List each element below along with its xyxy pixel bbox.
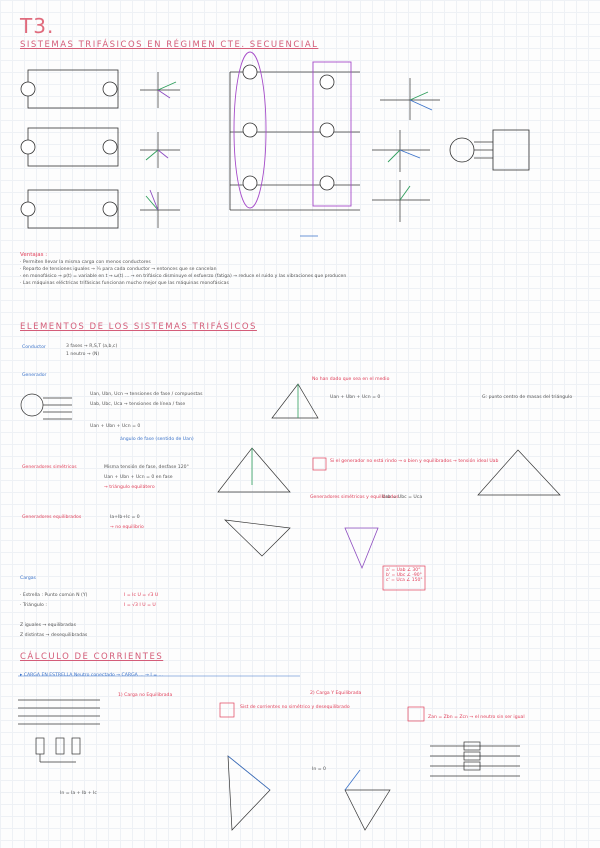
simeq-label: Generadores simétricos y equilibrados [310, 495, 399, 500]
section-title-sistemas: SISTEMAS TRIFÁSICOS EN RÉGIMEN CTE. SECU… [20, 40, 319, 50]
cargas-triangulo: · Triángulo : [20, 603, 47, 608]
ventaja-item: · en monofásico → p(t) = variable en t →… [20, 274, 347, 279]
value-c: c' = Uca ∠ 150° [386, 578, 423, 583]
value-a: a' = Uab ∠ 30° [386, 568, 421, 573]
cargas-iguales: Z iguales → equilibradas [20, 623, 77, 628]
simetricos-text: Misma tensión de fase, desfase 120° [104, 465, 189, 470]
ventaja-item: · Las máquinas eléctricas trifásicas fun… [20, 281, 229, 286]
cargas-heading: Cargas [20, 576, 36, 581]
equilibrados-label: Generadores equilibrados [22, 515, 82, 520]
in-zero: In = 0 [312, 767, 326, 772]
caso-2-note: Zan = Zbn = Zcn → el neutro sin ser igua… [428, 715, 525, 720]
gen-line-2: Uab, Ubc, Uca → tensiones de línea / fas… [90, 402, 186, 407]
tri-equation: Uan + Ubn + Ucn = 0 [330, 395, 381, 400]
red-note: No han dado que sea en el medio [312, 377, 390, 382]
cargas-estrella: · Estrella : Punto común N (Y) [20, 593, 88, 598]
cargas-estrella-v: I = Ic U = √3 U [124, 593, 159, 598]
in-equation: In = Ia + Ib + Ic [60, 791, 97, 796]
cargas-distintas: Z distintas → desequilibradas [20, 633, 88, 638]
equilibrados-tri: → no equilibrio [110, 525, 144, 530]
conductor-fases: 3 fases → R,S,T (a,b,c) [66, 344, 118, 349]
conductor-label: Conductor [22, 345, 46, 350]
simetricos-tri: → triángulo equilátero [104, 485, 155, 490]
centro-masas: G: punto centro de masas del triángulo [482, 395, 573, 400]
generador-label: Generador [22, 373, 47, 378]
simetricos-eq: Uan + Ubn + Ucn = 0 en fase [104, 475, 173, 480]
caso-1: 1) Carga no Equilibrada [118, 693, 173, 698]
caso-2: 2) Carga Y Equilibrada [310, 691, 362, 696]
page-title: T3. [20, 14, 55, 38]
section-title-elementos: ELEMENTOS DE LOS SISTEMAS TRIFÁSICOS [20, 322, 257, 332]
pink-box: Si el generador no está rindo → o bien y… [330, 459, 499, 464]
ventajas-heading: Ventajas : [20, 252, 48, 258]
conductor-neutro: 1 neutro → (N) [66, 352, 100, 357]
section-title-calculo: CÁLCULO DE CORRIENTES [20, 652, 164, 662]
value-b: b' = Ubc ∠ -90° [386, 573, 422, 578]
cargas-triangulo-v: I = √3 I U = U [124, 603, 156, 608]
ventaja-item: · Permiten llevar la misma carga con men… [20, 260, 151, 265]
gen-note: ángulo de fase (sentido de Uan) [120, 437, 194, 442]
ventaja-item: · Reparto de tensiones iguales → ¼ para … [20, 267, 217, 272]
carga-estrella: ▸ CARGA EN ESTRELLA Neutro conectado → C… [20, 673, 163, 678]
simetricos-label: Generadores simétricos [22, 465, 77, 470]
values-box: a' = Uab ∠ 30° b' = Ubc ∠ -90° c' = Uca … [386, 568, 423, 583]
ventajas-block: Ventajas : · Permiten llevar la misma ca… [20, 252, 346, 287]
equilibrados-text: Ia+Ib+Ic = 0 [110, 515, 140, 520]
caso-1-note: Sist de corrientes no simétrico y desequ… [240, 705, 350, 710]
gen-equation: Uan + Ubn + Ucn = 0 [90, 424, 141, 429]
simeq-eq: Uab = Ubc = Uca [382, 495, 423, 500]
gen-line-1: Uan, Ubn, Ucn → tensiones de fase / comp… [90, 392, 203, 397]
